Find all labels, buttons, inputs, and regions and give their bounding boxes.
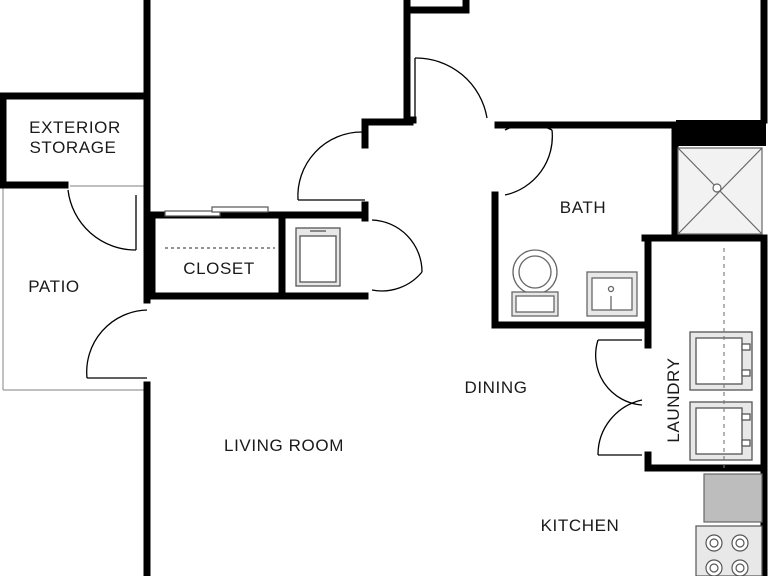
living-room-label: LIVING ROOM [224,436,344,455]
patio-outline [2,185,147,391]
patio-label: PATIO [28,277,80,296]
washer-icon [689,401,753,461]
kitchen-counter [703,473,763,523]
kitchen-label: KITCHEN [541,516,620,535]
closet-label: CLOSET [183,259,255,278]
shower-icon [677,147,763,235]
laundry-label: LAUNDRY [664,357,683,442]
water-heater-icon [295,227,341,287]
exterior-storage-label-line1: EXTERIOR [29,118,121,137]
bath-label: BATH [560,198,606,217]
bath-sink-icon [586,271,638,317]
toilet-icon [511,249,559,317]
exterior-storage-label-line2: STORAGE [29,138,116,157]
stove-icon [695,525,763,576]
dining-label: DINING [464,378,527,397]
door-swings [67,57,643,456]
wall-block [676,120,766,146]
dryer-icon [689,331,753,391]
closet-sliding-door [164,206,275,249]
